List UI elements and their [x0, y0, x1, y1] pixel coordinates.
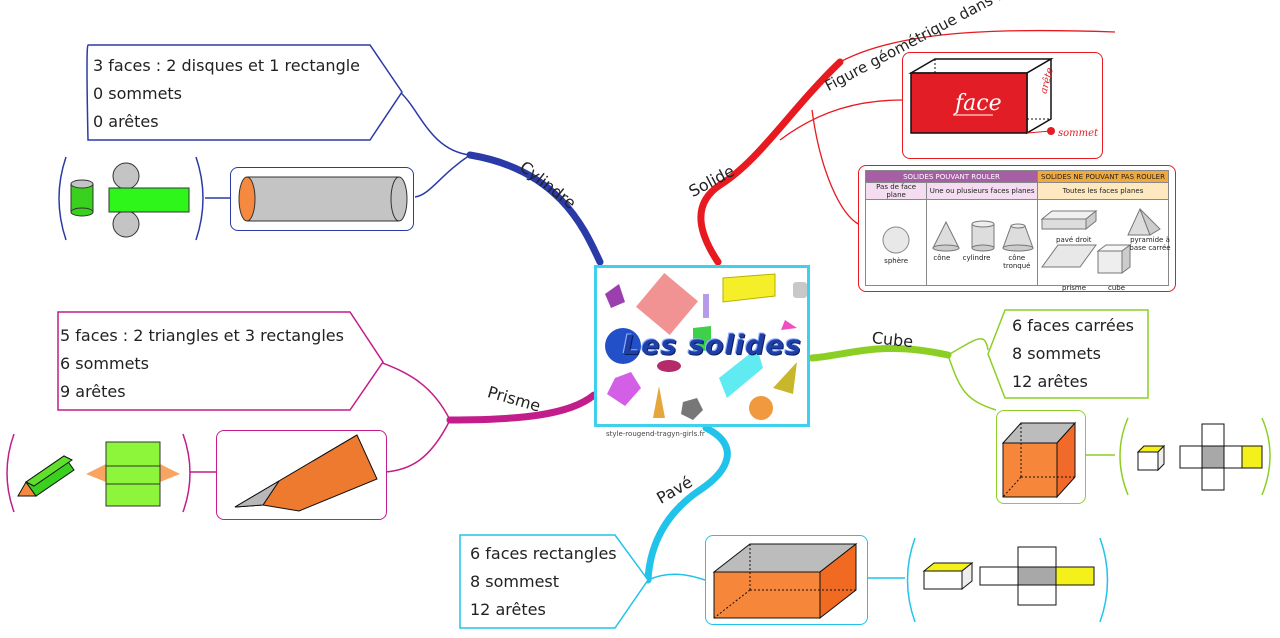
info-line: 6 faces carrées: [1012, 316, 1134, 335]
sub-some-flat: Une ou plusieurs faces planes: [926, 182, 1038, 200]
info-line: 12 arêtes: [1012, 372, 1088, 391]
info-line: 9 arêtes: [60, 382, 126, 401]
info-line: 6 faces rectangles: [470, 544, 617, 563]
info-line: 12 arêtes: [470, 600, 546, 619]
head-noroll: SOLIDES NE POUVANT PAS ROULER: [1037, 170, 1169, 183]
info-cube: 6 faces carrées 8 sommets 12 arêtes: [1012, 312, 1134, 396]
cylinder-image: [230, 167, 414, 231]
lbl-pyramid: pyramide à base carrée: [1129, 236, 1171, 252]
info-line: 8 sommest: [470, 572, 560, 591]
lbl-prism: prisme: [1062, 284, 1087, 292]
cuboid-image: [705, 535, 868, 625]
lbl-cuboid: pavé droit: [1056, 236, 1092, 244]
lbl-cube: cube: [1108, 284, 1126, 292]
head-roll: SOLIDES POUVANT ROULER: [865, 170, 1038, 183]
vertex-label: sommet: [1058, 128, 1099, 139]
cube-image: [996, 410, 1086, 504]
lbl-cone: cône: [933, 253, 951, 262]
center-caption: style-rougend-tragyn-girls.fr: [606, 430, 705, 438]
info-prisme: 5 faces : 2 triangles et 3 rectangles 6 …: [60, 322, 344, 406]
info-line: 8 sommets: [1012, 344, 1102, 363]
center-image: Les solides: [594, 265, 810, 427]
cylinder-net-image: [70, 162, 190, 238]
face-label: face: [953, 91, 1002, 116]
info-cylindre: 3 faces : 2 disques et 1 rectangle 0 som…: [93, 52, 360, 136]
sub-noflat: Pas de face plane: [864, 182, 928, 200]
info-line: 0 sommets: [93, 84, 183, 103]
solid-parts-image: face arête sommet: [902, 52, 1103, 159]
lbl-cylinder: cylindre: [962, 253, 991, 262]
info-line: 3 faces : 2 disques et 1 rectangle: [93, 56, 361, 75]
prism-image: [216, 430, 387, 520]
info-line: 6 sommets: [60, 354, 150, 373]
info-line: 5 faces : 2 triangles et 3 rectangles: [60, 326, 344, 345]
sub-all-flat: Toutes les faces planes: [1037, 182, 1169, 200]
info-pave: 6 faces rectangles 8 sommest 12 arêtes: [470, 540, 617, 624]
cube-net-image: [1136, 423, 1263, 491]
classification-table: SOLIDES POUVANT ROULER SOLIDES NE POUVAN…: [858, 165, 1176, 292]
lbl-truncated-cone: cône tronqué: [1003, 253, 1031, 270]
cuboid-net-image: [922, 546, 1095, 606]
prism-net-image: [17, 441, 180, 507]
center-title: Les solides: [623, 330, 802, 361]
info-line: 0 arêtes: [93, 112, 159, 131]
lbl-sphere: sphère: [884, 256, 909, 265]
